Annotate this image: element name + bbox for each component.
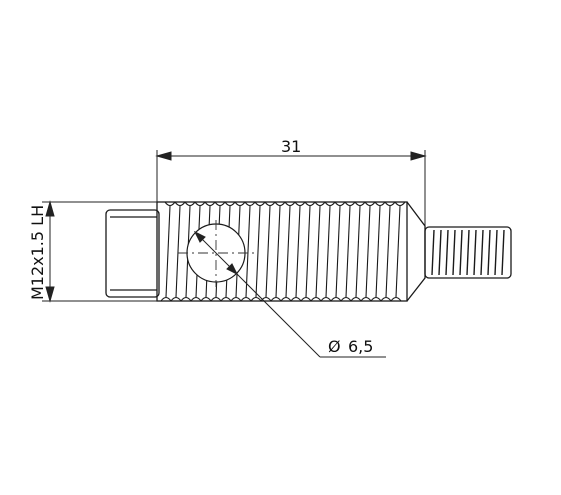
- pin-thread-line: [445, 229, 449, 276]
- pin-thread-line: [452, 229, 456, 276]
- body-thread-line: [165, 205, 171, 298]
- hole-leader: [193, 230, 386, 358]
- body-thread-crest-bottom: [300, 296, 312, 302]
- body-thread-crest-top: [364, 201, 376, 207]
- body-thread-crest-bottom: [330, 296, 342, 302]
- body-thread-crest-top: [164, 201, 176, 207]
- body-thread-line: [305, 205, 311, 298]
- body-thread-line: [365, 205, 371, 298]
- pin-thread-line: [459, 229, 463, 276]
- body-thread-crest-top: [344, 201, 356, 207]
- pin-thread-line: [431, 229, 435, 276]
- body-thread-line: [375, 205, 381, 298]
- body-thread-crest-bottom: [280, 296, 292, 302]
- body-thread-crest-bottom: [340, 296, 352, 302]
- pin-thread-line: [494, 229, 498, 276]
- pin-thread-line: [438, 229, 442, 276]
- body-thread-crest-top: [214, 201, 226, 207]
- body-thread-crest-top: [334, 201, 346, 207]
- pin-thread-line: [480, 229, 484, 276]
- body-thread-crest-top: [234, 201, 246, 207]
- body-thread-crest-top: [374, 201, 386, 207]
- body-thread-crest-bottom: [360, 296, 372, 302]
- body-outline: [156, 201, 408, 302]
- thread-dimension: [42, 200, 157, 303]
- body-thread-crest-top: [244, 201, 256, 207]
- length-arrow-left: [155, 151, 172, 161]
- body-thread-crest-top: [254, 201, 266, 207]
- body-thread-crest-top: [174, 201, 186, 207]
- pin-threads: [431, 229, 505, 276]
- body-thread-crest-top: [354, 201, 366, 207]
- body-thread-line: [355, 205, 361, 298]
- length-arrow-right: [410, 151, 427, 161]
- body-thread-crest-top: [204, 201, 216, 207]
- body-thread-crest-bottom: [160, 296, 172, 302]
- thread-arrow-bottom: [45, 286, 55, 303]
- thread-dimension-text: M12x1.5 LH: [28, 205, 47, 300]
- body-thread-line: [275, 205, 281, 298]
- body-thread-line: [255, 205, 261, 298]
- body-thread-line: [395, 205, 401, 298]
- length-dimension-text: 31: [281, 137, 301, 156]
- body-thread-crest-top: [264, 201, 276, 207]
- body-thread-line: [175, 205, 181, 298]
- body-thread-crest-bottom: [190, 296, 202, 302]
- body-thread-crest-bottom: [390, 296, 402, 302]
- body-thread-crest-top: [274, 201, 286, 207]
- body-thread-crest-bottom: [220, 296, 232, 302]
- body-thread-crest-top: [394, 201, 406, 207]
- body-thread-line: [325, 205, 331, 298]
- body-thread-line: [335, 205, 341, 298]
- body-thread-crest-bottom: [350, 296, 362, 302]
- body-thread-crest-bottom: [270, 296, 282, 302]
- body-thread-line: [245, 205, 251, 298]
- part-outline: [105, 201, 512, 302]
- body-thread-crest-top: [314, 201, 326, 207]
- leader-arrow-upper: [193, 230, 206, 243]
- body-thread-crest-top: [284, 201, 296, 207]
- body-thread-crest-bottom: [200, 296, 212, 302]
- thread-arrow-top: [45, 200, 55, 217]
- body-thread-crest-bottom: [260, 296, 272, 302]
- body-thread-crest-bottom: [290, 296, 302, 302]
- body-thread-line: [345, 205, 351, 298]
- pin-thread-line: [501, 229, 505, 276]
- body-thread-crest-bottom: [320, 296, 332, 302]
- body-thread-crest-top: [384, 201, 396, 207]
- length-dimension: [155, 150, 427, 226]
- pin-thread-line: [473, 229, 477, 276]
- body-thread-crest-top: [194, 201, 206, 207]
- body-thread-crest-bottom: [210, 296, 222, 302]
- pin-outline: [424, 226, 512, 279]
- body-thread-crest-bottom: [240, 296, 252, 302]
- leader-line: [236, 273, 321, 358]
- body-thread-crest-bottom: [380, 296, 392, 302]
- body-thread-crest-top: [324, 201, 336, 207]
- body-thread-line: [315, 205, 321, 298]
- body-thread-line: [285, 205, 291, 298]
- diameter-symbol: Ø: [328, 337, 341, 356]
- pin-thread-line: [466, 229, 470, 276]
- body-thread-crest-top: [224, 201, 236, 207]
- body-thread-crest-bottom: [370, 296, 382, 302]
- hole-dimension-text: 6,5: [348, 337, 373, 356]
- body-thread-crest-bottom: [250, 296, 262, 302]
- body-thread-crest-top: [304, 201, 316, 207]
- cross-hole-centerlines: [178, 220, 256, 287]
- body-thread-crest-top: [184, 201, 196, 207]
- body-thread-line: [295, 205, 301, 298]
- body-thread-crest-bottom: [180, 296, 192, 302]
- chamfer-right: [406, 201, 426, 302]
- body-thread-line: [385, 205, 391, 298]
- head-socket: [105, 209, 160, 298]
- body-thread-crest-bottom: [310, 296, 322, 302]
- pin-thread-line: [487, 229, 491, 276]
- body-thread-crest-bottom: [170, 296, 182, 302]
- body-thread-crest-top: [294, 201, 306, 207]
- body-thread-crest-bottom: [230, 296, 242, 302]
- leader-arrow-lower: [226, 263, 239, 276]
- body-thread-line: [265, 205, 271, 298]
